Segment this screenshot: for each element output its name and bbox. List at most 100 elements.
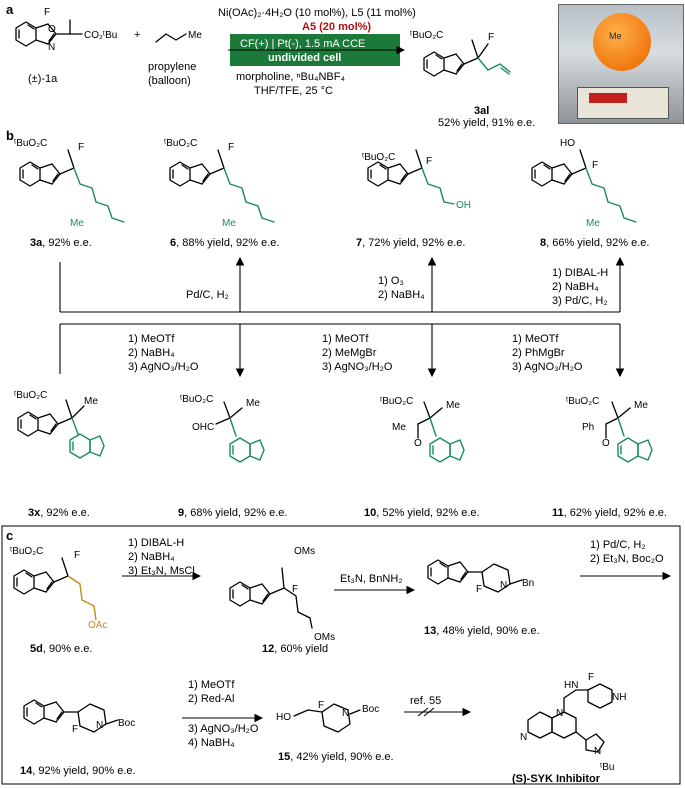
cell-line1: CF(+) | Pt(-), 1.5 mA CCE (240, 38, 365, 50)
svg-text:10, 52% yield, 92% e.e.: 10, 52% yield, 92% e.e. (364, 507, 480, 519)
caption-5d: 5d, 90% e.e. (30, 643, 92, 655)
cond-15-1: 1) MeOTf (188, 679, 235, 691)
panel-c-frame (1, 525, 681, 785)
svg-text:15, 42% yield, 90% e.e.: 15, 42% yield, 90% e.e. (278, 751, 394, 763)
propylene-structure (155, 33, 187, 43)
10-Me-top: Me (446, 400, 460, 411)
svg-text:13, 48% yield, 90% e.e.: 13, 48% yield, 90% e.e. (424, 625, 540, 637)
product-F: F (488, 32, 494, 43)
panel-c-label: c (6, 528, 13, 543)
12-F: F (292, 584, 298, 595)
8-Me: Me (586, 218, 600, 229)
10-tbuo2c: ᵗBuO₂C (380, 396, 413, 407)
caption-3a: 3a, 92% e.e. (30, 237, 92, 249)
11-Ph: Ph (582, 422, 594, 433)
product-tbuo2c: ᵗBuO₂C (410, 30, 443, 41)
caption-8: 8, 66% yield, 92% e.e. (540, 237, 649, 249)
9-OHC: OHC (192, 422, 214, 433)
caption-9: 9, 68% yield, 92% e.e. (178, 507, 287, 519)
caption-13: 13, 48% yield, 90% e.e. (424, 625, 540, 637)
cond-6: Pd/C, H₂ (186, 289, 229, 301)
conditions-line2: A5 (20 mol%) (302, 21, 371, 33)
balloon-label: Me (609, 31, 622, 41)
7-F: F (426, 156, 432, 167)
3x-Me: Me (84, 396, 98, 407)
syk-N-ring1: N (556, 708, 563, 719)
branch-arrows-bottom (59, 323, 625, 378)
potentiostat-display (589, 93, 627, 103)
cond-15-4: 4) NaBH₄ (188, 737, 235, 749)
propylene-me: Me (188, 30, 202, 41)
15-Boc: Boc (362, 704, 379, 715)
compound-6-structure (169, 149, 275, 223)
11-O: O (602, 438, 610, 449)
compound-7-structure (367, 149, 455, 205)
svg-text:7, 72% yield, 92% e.e.: 7, 72% yield, 92% e.e. (356, 237, 465, 249)
11-tbuo2c: ᵗBuO₂C (566, 396, 599, 407)
cond-14-2: 2) Et₃N, Boc₂O (590, 553, 664, 565)
10-O: O (414, 438, 422, 449)
caption-14: 14, 92% yield, 90% e.e. (20, 765, 136, 777)
compound-3x-structure (17, 399, 85, 437)
5d-F: F (74, 550, 80, 561)
11-Me: Me (634, 400, 648, 411)
8-F: F (592, 160, 598, 171)
cond-15-2: 2) Red-Al (188, 693, 234, 705)
cond-7-1: 1) O₃ (378, 275, 404, 287)
svg-text:12, 60% yield: 12, 60% yield (262, 643, 328, 655)
syk-F: F (588, 672, 594, 683)
panel-a-label: a (6, 2, 14, 17)
15-HO: HO (276, 712, 291, 723)
balloon (593, 13, 651, 71)
cond-9-3: 3) AgNO₃/H₂O (128, 361, 199, 373)
propylene-label: propylene (148, 61, 196, 73)
product-3al-structure (423, 39, 511, 77)
syk-N-ring2: N (520, 732, 527, 743)
cond-14-1: 1) Pd/C, H₂ (590, 539, 646, 551)
3a-Me: Me (70, 218, 84, 229)
compound-8-structure (531, 149, 637, 223)
cond-11-1: 1) MeOTf (512, 333, 559, 345)
propylene-sub: (balloon) (148, 75, 191, 87)
plus-sign: + (134, 29, 140, 41)
atom-N: N (48, 42, 55, 53)
cond-8-2: 2) NaBH₄ (552, 281, 599, 293)
syk-NH: NH (612, 692, 626, 703)
svg-text:14, 92% yield, 90% e.e.: 14, 92% yield, 90% e.e. (20, 765, 136, 777)
13-N: N (500, 580, 507, 591)
3a-tbuo2c: ᵗBuO₂C (14, 138, 47, 149)
compound-9-structure (215, 401, 243, 437)
syk-inhibitor-structure (527, 683, 613, 753)
caption-10: 10, 52% yield, 92% e.e. (364, 507, 480, 519)
compound-5d-structure (13, 557, 97, 621)
12-OMs-bottom: OMs (314, 632, 335, 643)
10-indene (429, 437, 465, 463)
substrate-label: (±)-1a (28, 73, 58, 85)
cond-11-3: 3) AgNO₃/H₂O (512, 361, 583, 373)
cond-9-1: 1) MeOTf (128, 333, 175, 345)
reaction-photo: Me (558, 4, 684, 124)
compound-3a-structure (19, 149, 125, 223)
14-F: F (72, 724, 78, 735)
15-N: N (342, 708, 349, 719)
cond-8-3: 3) Pd/C, H₂ (552, 295, 608, 307)
cond-13: Et₃N, BnNH₂ (340, 573, 403, 585)
11-indene (617, 437, 653, 463)
14-N: N (96, 720, 103, 731)
cond-9-2: 2) NaBH₄ (128, 347, 175, 359)
multi-step-tick-1 (417, 707, 429, 717)
atom-O: O (48, 24, 56, 35)
cond-10-2: 2) MeMgBr (322, 347, 377, 359)
cond-12-3: 3) Et₃N, MsCl (128, 565, 195, 577)
caption-3x: 3x, 92% e.e. (28, 507, 90, 519)
15-F: F (318, 700, 324, 711)
branch-arrows-top (59, 256, 625, 313)
svg-text:5d, 90% e.e.: 5d, 90% e.e. (30, 643, 92, 655)
3x-indene (69, 433, 105, 459)
multi-step-tick-2 (423, 707, 435, 717)
conditions-line4: THF/TFE, 25 °C (254, 85, 333, 97)
cond-12-2: 2) NaBH₄ (128, 551, 175, 563)
compound-12-structure (229, 567, 313, 629)
potentiostat (577, 87, 669, 119)
